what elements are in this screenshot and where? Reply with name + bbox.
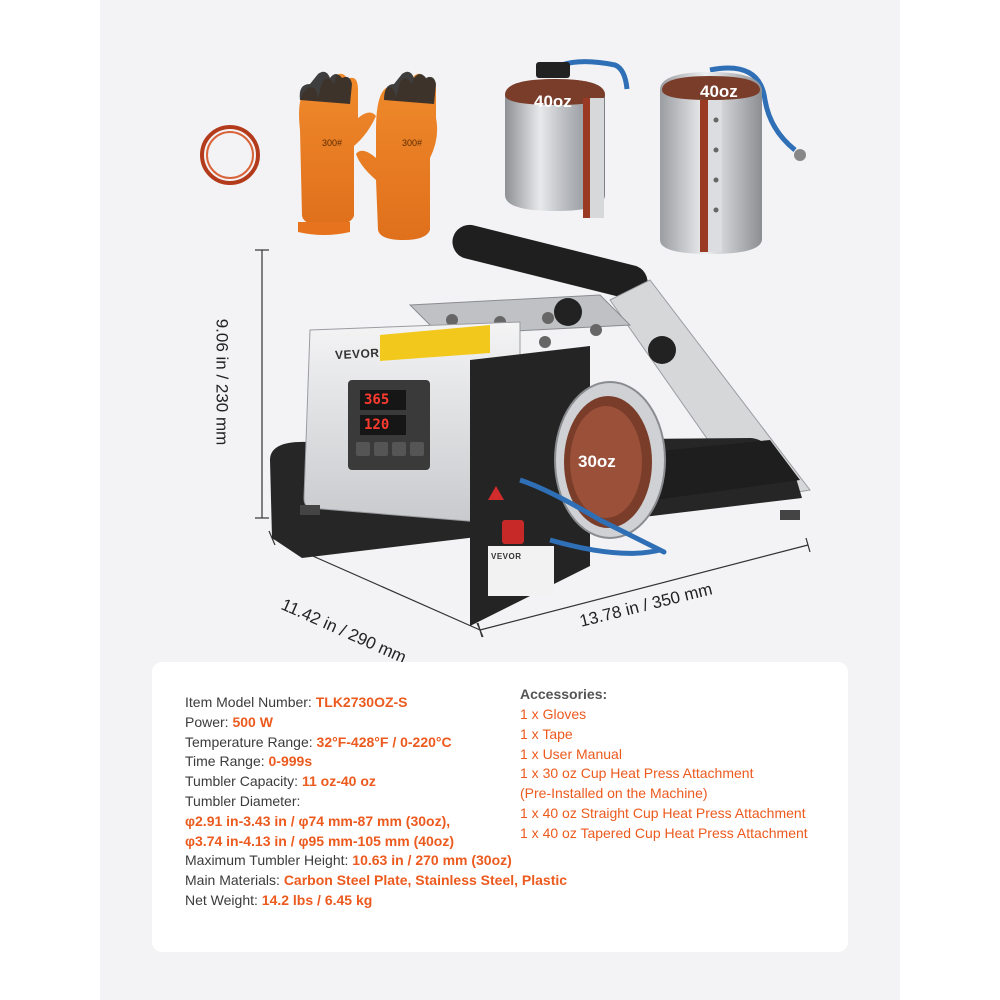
cup-attachment-40oz-tapered — [660, 65, 806, 254]
spec-row-model: Item Model Number: TLK2730OZ-S — [185, 694, 408, 710]
glove-right-mark: 300# — [402, 138, 423, 148]
time-display: 120 — [364, 417, 390, 433]
gloves-icon — [298, 71, 438, 240]
diameter-line-30oz: φ2.91 in-3.43 in / φ74 mm-87 mm (30oz), — [185, 812, 451, 829]
cup-attachment-40oz-straight — [505, 59, 630, 218]
diameter-line-40oz: φ3.74 in-4.13 in / φ95 mm-105 mm (40oz) — [185, 832, 455, 849]
spec-label-brand: VEVOR — [491, 552, 522, 561]
spec-row-weight: Net Weight: 14.2 lbs / 6.45 kg — [185, 891, 373, 908]
glove-left-mark: 300# — [322, 138, 343, 148]
specifications-panel: Item Model Number: TLK2730OZ-S Power: 50… — [152, 662, 848, 952]
tape-roll-icon — [200, 125, 260, 185]
temperature-display: 365 — [364, 392, 390, 408]
cup-large-label: 40oz — [700, 82, 738, 101]
accessory-item: 1 x 40 oz Straight Cup Heat Press Attach… — [520, 804, 806, 821]
installed-cup-label: 30oz — [578, 452, 616, 471]
spec-row-max-height: Maximum Tumbler Height: 10.63 in / 270 m… — [185, 852, 512, 869]
accessory-item: 1 x 40 oz Tapered Cup Heat Press Attachm… — [520, 824, 808, 841]
width-dimension-line — [477, 537, 811, 638]
spec-row-materials: Main Materials: Carbon Steel Plate, Stai… — [185, 872, 568, 889]
accessories-title: Accessories: — [520, 686, 608, 702]
spec-row-capacity: Tumbler Capacity: 11 oz-40 oz — [185, 773, 376, 790]
heat-press-machine — [270, 224, 811, 626]
accessory-item: 1 x Tape — [520, 725, 573, 742]
accessories-list: Accessories: 1 x Gloves 1 x Tape 1 x Use… — [520, 684, 840, 844]
height-dimension-label: 9.06 in / 230 mm — [212, 318, 232, 446]
spec-row-diameter: Tumbler Diameter: — [185, 792, 301, 809]
height-dimension-line — [255, 249, 269, 519]
cup-small-label: 40oz — [534, 92, 572, 111]
accessory-item: 1 x Gloves — [520, 706, 587, 722]
spec-list: Item Model Number: TLK2730OZ-S Power: 50… — [185, 693, 568, 911]
brand-logo: VEVOR — [334, 345, 380, 363]
spec-row-power: Power: 500 W — [185, 713, 273, 730]
spec-row-temperature: Temperature Range: 32°F-428°F / 0-220°C — [185, 733, 452, 750]
accessory-item: 1 x User Manual — [520, 745, 622, 762]
spec-row-time: Time Range: 0-999s — [185, 753, 313, 770]
accessory-item: 1 x 30 oz Cup Heat Press Attachment — [520, 765, 754, 782]
product-illustration — [200, 59, 811, 638]
accessory-item-note: (Pre-Installed on the Machine) — [520, 785, 708, 802]
